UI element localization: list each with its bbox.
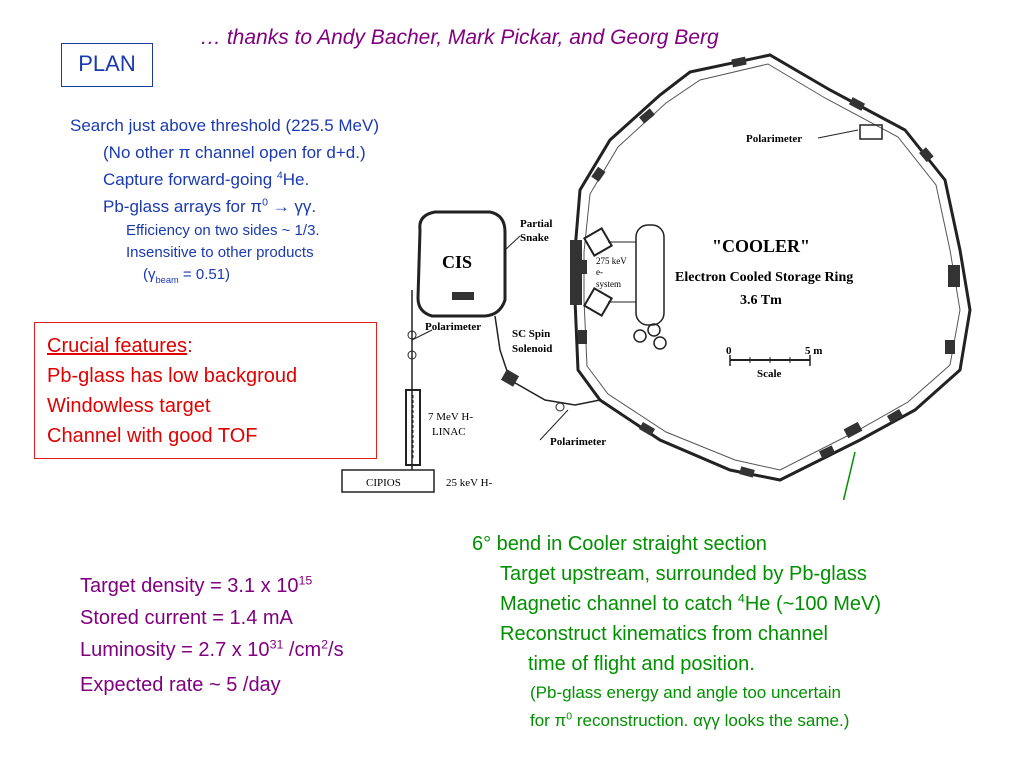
search-line-2: (No other π channel open for d+d.) bbox=[103, 143, 366, 162]
search-line-7: (γbeam = 0.51) bbox=[143, 266, 231, 285]
cooling-section bbox=[570, 240, 582, 305]
search-block: Search just above threshold (225.5 MeV) … bbox=[70, 112, 379, 286]
search-line-3: Capture forward-going 4He. bbox=[103, 169, 310, 189]
luminosity: Luminosity = 2.7 x 1031 /cm2/s bbox=[80, 637, 344, 661]
target-pointer-line bbox=[842, 451, 856, 500]
bend-line-2: Target upstream, surrounded by Pb-glass bbox=[500, 563, 867, 585]
stored-current: Stored current = 1.4 mA bbox=[80, 607, 293, 629]
crucial-item: Pb-glass has low backgroud bbox=[47, 365, 298, 387]
expected-rate: Expected rate ~ 5 /day bbox=[80, 674, 281, 696]
e275-label-3: system bbox=[596, 279, 621, 289]
crucial-item: Windowless target bbox=[47, 395, 211, 417]
crucial-heading: Crucial features: bbox=[47, 335, 193, 357]
bend-line-1: 6° bend in Cooler straight section bbox=[472, 533, 767, 555]
kev25-label: 25 keV H- bbox=[446, 477, 493, 489]
sc-spin-label: SC Spin bbox=[512, 328, 550, 340]
cooler-title: "COOLER" bbox=[712, 236, 810, 256]
bend-line-3: Magnetic channel to catch 4He (~100 MeV) bbox=[500, 591, 881, 615]
partial-label: Partial bbox=[520, 218, 552, 230]
target-parameters: Target density = 3.1 x 1015 Stored curre… bbox=[80, 570, 344, 666]
scale-zero: 0 bbox=[726, 345, 732, 357]
cis-ring bbox=[416, 210, 507, 318]
cipios-label: CIPIOS bbox=[366, 477, 401, 489]
bend-line-6: (Pb-glass energy and angle too uncertain bbox=[530, 683, 841, 702]
crucial-item: Channel with good TOF bbox=[47, 425, 258, 447]
polarimeter-label-injection: Polarimeter bbox=[550, 436, 606, 448]
search-line-4: Pb-glass arrays for π0 → γγ. bbox=[103, 196, 317, 216]
scale-label: Scale bbox=[757, 368, 782, 380]
cooler-ring-outline bbox=[573, 53, 972, 482]
solenoid-label: Solenoid bbox=[512, 343, 552, 355]
electron-gun-tank bbox=[635, 224, 665, 326]
crucial-features-box: Crucial features: Pb-glass has low backg… bbox=[34, 322, 377, 459]
injection-line bbox=[494, 315, 601, 406]
cooler-subtitle: Electron Cooled Storage Ring bbox=[675, 270, 853, 285]
polarimeter-label-ring: Polarimeter bbox=[746, 133, 802, 145]
crucial-features-text: Crucial features: Pb-glass has low backg… bbox=[47, 331, 297, 451]
linac-label-2: LINAC bbox=[432, 426, 466, 438]
plan-box: PLAN bbox=[61, 43, 153, 87]
linac bbox=[405, 389, 421, 466]
acknowledgement-title: … thanks to Andy Bacher, Mark Pickar, an… bbox=[200, 26, 719, 49]
cipios-box bbox=[341, 469, 435, 493]
plan-label: PLAN bbox=[78, 51, 136, 76]
search-line-6: Insensitive to other products bbox=[126, 244, 314, 261]
linac-label-1: 7 MeV H- bbox=[428, 411, 473, 423]
polarimeter-label-cis: Polarimeter bbox=[425, 321, 481, 333]
target-density: Target density = 3.1 x 1015 bbox=[80, 573, 313, 597]
bend-description: 6° bend in Cooler straight section Targe… bbox=[472, 529, 881, 735]
cooler-ring-diagram: Polarimeter "COOLER" Electron Cooled Sto… bbox=[341, 53, 972, 500]
cis-label: CIS bbox=[442, 252, 472, 272]
bend-line-5: time of flight and position. bbox=[528, 653, 755, 675]
e275-label-2: e- bbox=[596, 267, 603, 277]
bend-line-4: Reconstruct kinematics from channel bbox=[500, 623, 828, 645]
e275-label-1: 275 keV bbox=[596, 256, 627, 266]
bend-line-7: for π0 reconstruction. αγγ looks the sam… bbox=[530, 710, 850, 730]
search-line-1: Search just above threshold (225.5 MeV) bbox=[70, 116, 380, 135]
ring-magnets bbox=[578, 56, 960, 478]
snake-label: Snake bbox=[520, 232, 549, 244]
cooler-field: 3.6 Tm bbox=[740, 293, 782, 308]
search-line-5: Efficiency on two sides ~ 1/3. bbox=[126, 222, 320, 239]
scale-five: 5 m bbox=[805, 345, 822, 357]
